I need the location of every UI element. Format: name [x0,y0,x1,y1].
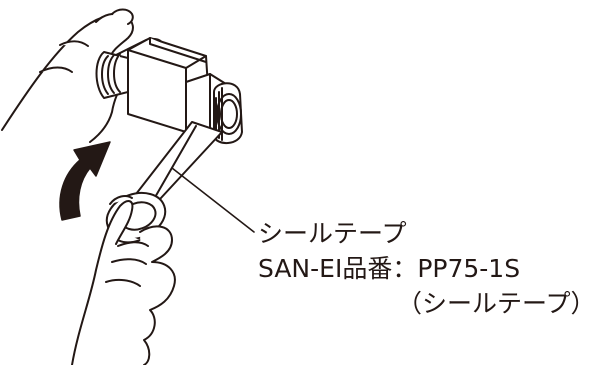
upper-hand [1,8,165,143]
curved-arrow-icon [59,141,111,221]
callout-title: シールテープ [258,219,407,248]
callout-subtitle: （シールテープ） [397,289,596,318]
callout-part-number: SAN-EI品番：PP75-1S [258,254,521,283]
lower-hand [71,195,176,365]
callout-leader-line [171,167,255,233]
fitting-body [95,37,243,144]
